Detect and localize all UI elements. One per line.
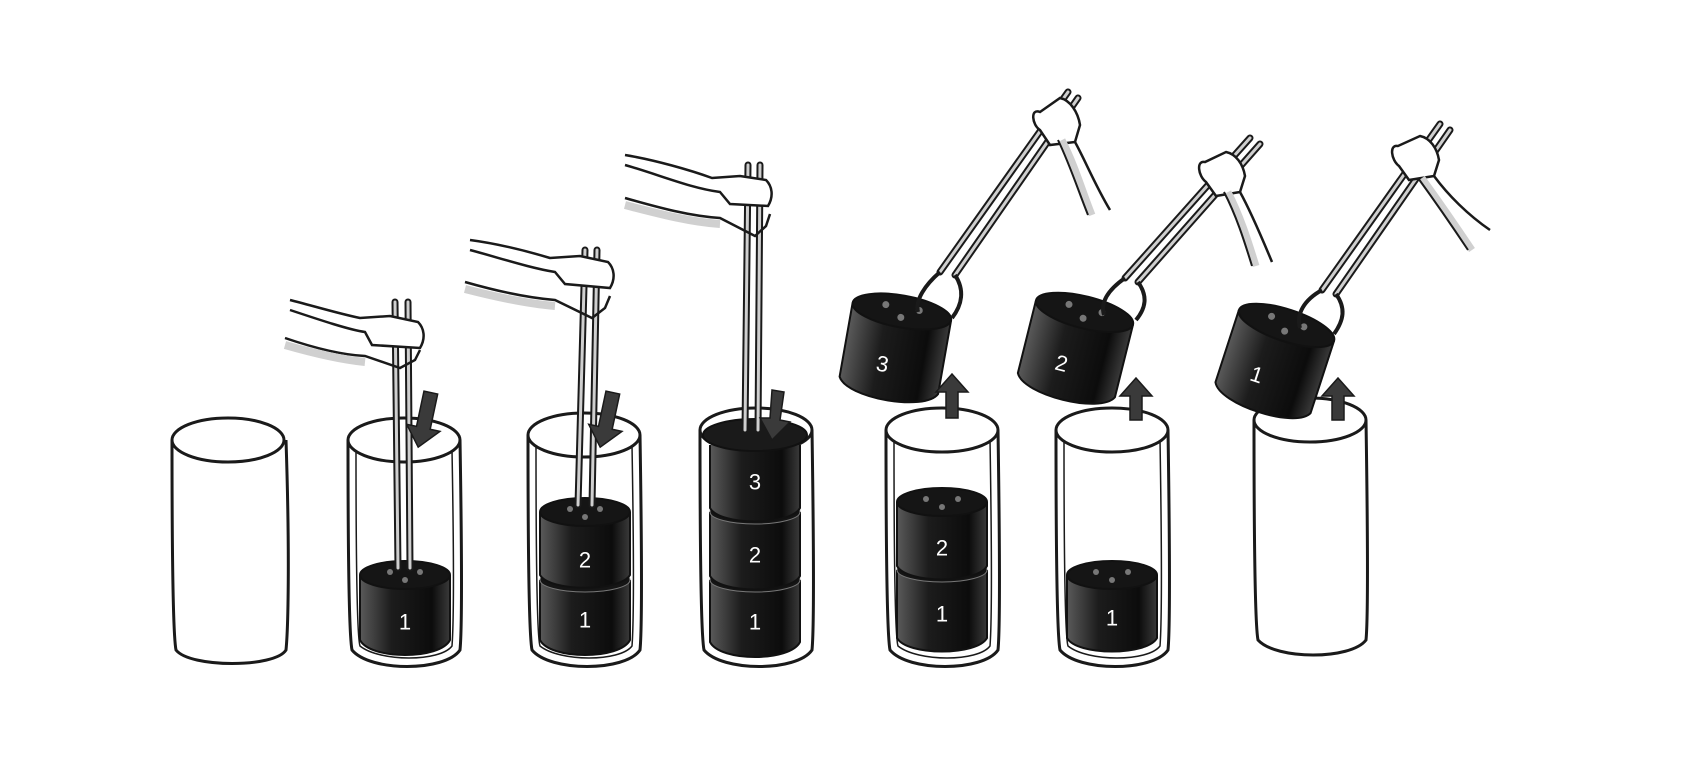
piece-label: 1: [1106, 606, 1118, 631]
arrow-up-icon: [934, 372, 970, 419]
piece-label: 2: [1053, 350, 1071, 377]
stack-piece: 1: [359, 560, 451, 656]
step-6-group: 1 2: [1016, 134, 1274, 668]
hand-icon: [464, 238, 615, 320]
glass-cylinder: [1252, 396, 1369, 657]
stack-piece: 2: [539, 497, 631, 589]
lifted-piece: 3: [838, 292, 953, 404]
piece-label: 1: [936, 602, 948, 627]
tongs-icon: [574, 246, 601, 509]
arrow-down-icon: [405, 390, 442, 449]
glass-cylinder: [170, 416, 290, 665]
tongs-icon: [741, 161, 764, 434]
piece-label: 1: [399, 610, 411, 635]
piece-label: 3: [874, 351, 890, 378]
arrow-down-icon: [587, 390, 624, 449]
stack-piece: 1: [1066, 560, 1158, 653]
lifted-piece: 2: [1016, 291, 1135, 405]
stack-piece: 3: [702, 418, 808, 523]
lifted-piece: 1: [1214, 302, 1336, 420]
piece-label: 3: [749, 470, 761, 495]
step-1-group: [170, 416, 290, 665]
hand-icon: [1197, 150, 1274, 268]
step-7-group: 1: [1214, 120, 1491, 657]
piece-label: 2: [749, 543, 761, 568]
hand-icon: [1032, 96, 1112, 217]
piece-label: 1: [749, 610, 761, 635]
step-3-group: 1 2: [464, 238, 643, 668]
hand-icon: [624, 153, 773, 238]
hand-icon: [1390, 134, 1491, 252]
piece-label: 2: [579, 548, 591, 573]
piece-label: 1: [579, 608, 591, 633]
step-5-group: 1 2 3: [838, 88, 1112, 668]
arrow-down-icon: [758, 389, 792, 442]
step-2-group: 1: [283, 298, 463, 668]
arrow-up-icon: [1118, 376, 1154, 421]
hand-icon: [283, 298, 425, 370]
piece-label: 2: [936, 536, 948, 561]
stack-piece: 2: [896, 487, 988, 581]
step-4-group: 1 2 3: [624, 153, 815, 668]
arrow-up-icon: [1320, 376, 1356, 421]
